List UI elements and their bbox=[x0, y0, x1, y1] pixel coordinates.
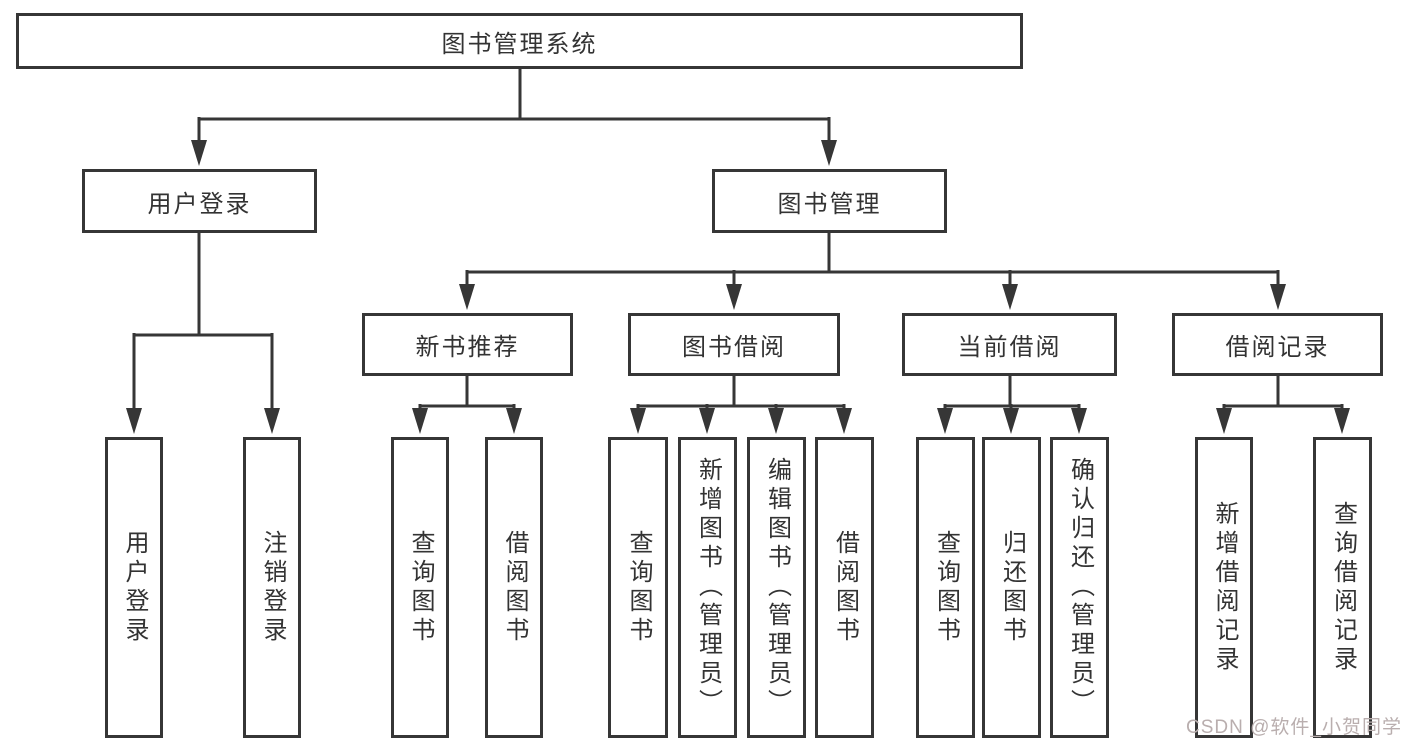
node-book-management-label: 图书管理 bbox=[777, 190, 882, 218]
leaf-query-borrow-record-label: 查询借阅记录 bbox=[1329, 500, 1357, 675]
leaf-return-books: 归还图书 bbox=[982, 437, 1041, 738]
node-borrow-records: 借阅记录 bbox=[1172, 313, 1383, 376]
leaf-query-books-recommend: 查询图书 bbox=[391, 437, 449, 738]
leaf-confirm-return-admin-label: 确认归还（管理员） bbox=[1066, 457, 1094, 718]
leaf-query-books-current: 查询图书 bbox=[916, 437, 975, 738]
leaf-edit-books-admin: 编辑图书（管理员） bbox=[747, 437, 806, 738]
leaf-edit-books-admin-label: 编辑图书（管理员） bbox=[763, 457, 791, 718]
node-user-login-label: 用户登录 bbox=[147, 190, 252, 218]
leaf-borrow-books-borrow-label: 借阅图书 bbox=[831, 529, 859, 646]
leaf-query-books-borrow: 查询图书 bbox=[608, 437, 668, 738]
connector-root-to-level2 bbox=[191, 69, 837, 166]
leaf-user-login-label: 用户登录 bbox=[121, 529, 148, 646]
leaf-add-books-admin-label: 新增图书（管理员） bbox=[694, 457, 722, 718]
node-root: 图书管理系统 bbox=[16, 13, 1023, 69]
leaf-borrow-books-borrow: 借阅图书 bbox=[815, 437, 874, 738]
connector-recommend-to-leaves bbox=[412, 376, 522, 434]
node-book-borrow-label: 图书借阅 bbox=[682, 334, 786, 361]
leaf-logout-login-label: 注销登录 bbox=[259, 529, 286, 646]
csdn-watermark: CSDN @软件_小贺同学 bbox=[1186, 717, 1402, 738]
node-borrow-records-label: 借阅记录 bbox=[1225, 334, 1330, 361]
leaf-user-login: 用户登录 bbox=[105, 437, 163, 738]
connector-borrow-to-leaves bbox=[630, 376, 852, 434]
leaf-add-books-admin: 新增图书（管理员） bbox=[678, 437, 737, 738]
node-user-login: 用户登录 bbox=[82, 169, 317, 233]
node-book-borrow: 图书借阅 bbox=[628, 313, 840, 376]
leaf-query-borrow-record: 查询借阅记录 bbox=[1313, 437, 1372, 738]
node-new-book-recommend: 新书推荐 bbox=[362, 313, 573, 376]
node-current-borrow-label: 当前借阅 bbox=[957, 334, 1062, 361]
leaf-borrow-books-recommend-label: 借阅图书 bbox=[501, 529, 528, 646]
connector-current-to-leaves bbox=[937, 376, 1087, 434]
leaf-add-borrow-record: 新增借阅记录 bbox=[1195, 437, 1253, 738]
node-root-label: 图书管理系统 bbox=[441, 30, 598, 58]
leaf-query-books-recommend-label: 查询图书 bbox=[407, 529, 434, 646]
connector-records-to-leaves bbox=[1216, 376, 1350, 434]
leaf-add-borrow-record-label: 新增借阅记录 bbox=[1211, 500, 1238, 675]
connector-userlogin-to-leaves bbox=[126, 233, 280, 434]
leaf-borrow-books-recommend: 借阅图书 bbox=[485, 437, 543, 738]
leaf-logout-login: 注销登录 bbox=[243, 437, 301, 738]
leaf-query-books-borrow-label: 查询图书 bbox=[625, 529, 652, 646]
node-book-management: 图书管理 bbox=[712, 169, 947, 233]
connector-bookmgmt-to-level3 bbox=[459, 233, 1286, 310]
leaf-return-books-label: 归还图书 bbox=[998, 529, 1026, 646]
leaf-query-books-current-label: 查询图书 bbox=[932, 529, 960, 646]
node-current-borrow: 当前借阅 bbox=[902, 313, 1117, 376]
leaf-confirm-return-admin: 确认归还（管理员） bbox=[1050, 437, 1109, 738]
node-new-book-recommend-label: 新书推荐 bbox=[415, 334, 520, 361]
